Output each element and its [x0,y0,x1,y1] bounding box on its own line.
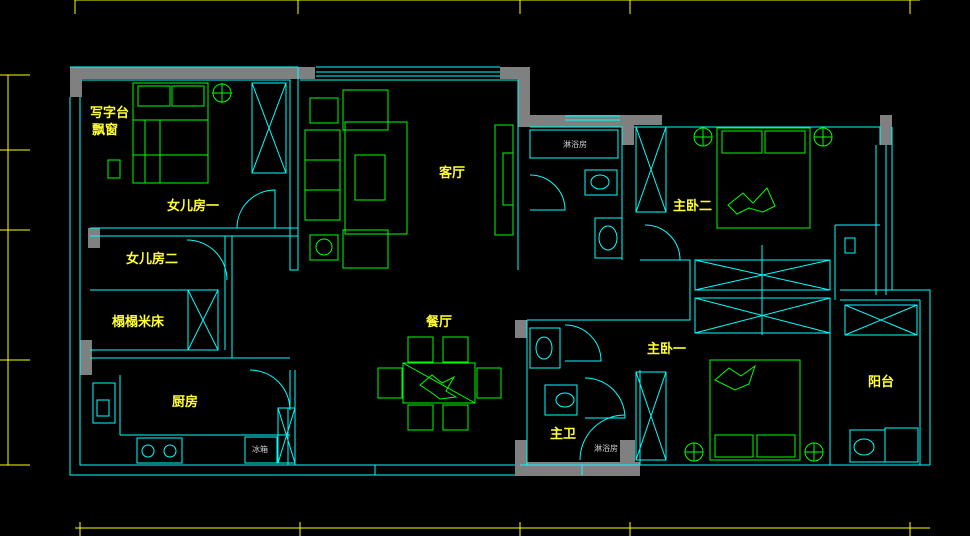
doors [186,174,681,461]
label-kitchen: 厨房 [172,395,199,410]
label-living-room: 客厅 [439,166,466,181]
label-master-bath: 主卫 [550,427,577,442]
label-writing-desk: 写字台 [90,106,130,121]
label-shower-room-bottom: 淋浴房 [594,444,618,453]
label-daughter-room-1: 女儿房一 [167,199,220,214]
label-fridge: 冰箱 [252,445,268,454]
label-dining-room: 餐厅 [426,315,453,330]
label-balcony: 阳台 [868,375,895,390]
label-tatami-bed: 榻榻米床 [112,315,165,330]
wardrobes [187,82,918,464]
dimension-lines [0,0,930,536]
label-daughter-room-2: 女儿房二 [126,252,179,267]
label-shower-room-top: 淋浴房 [563,140,587,149]
label-master-bedroom-1: 主卧一 [647,342,687,357]
wall-outlines [69,66,931,476]
label-master-bedroom-2: 主卧二 [673,199,713,214]
label-bay-window: 飘窗 [92,123,119,138]
fixtures [92,129,919,464]
furniture [107,82,833,462]
